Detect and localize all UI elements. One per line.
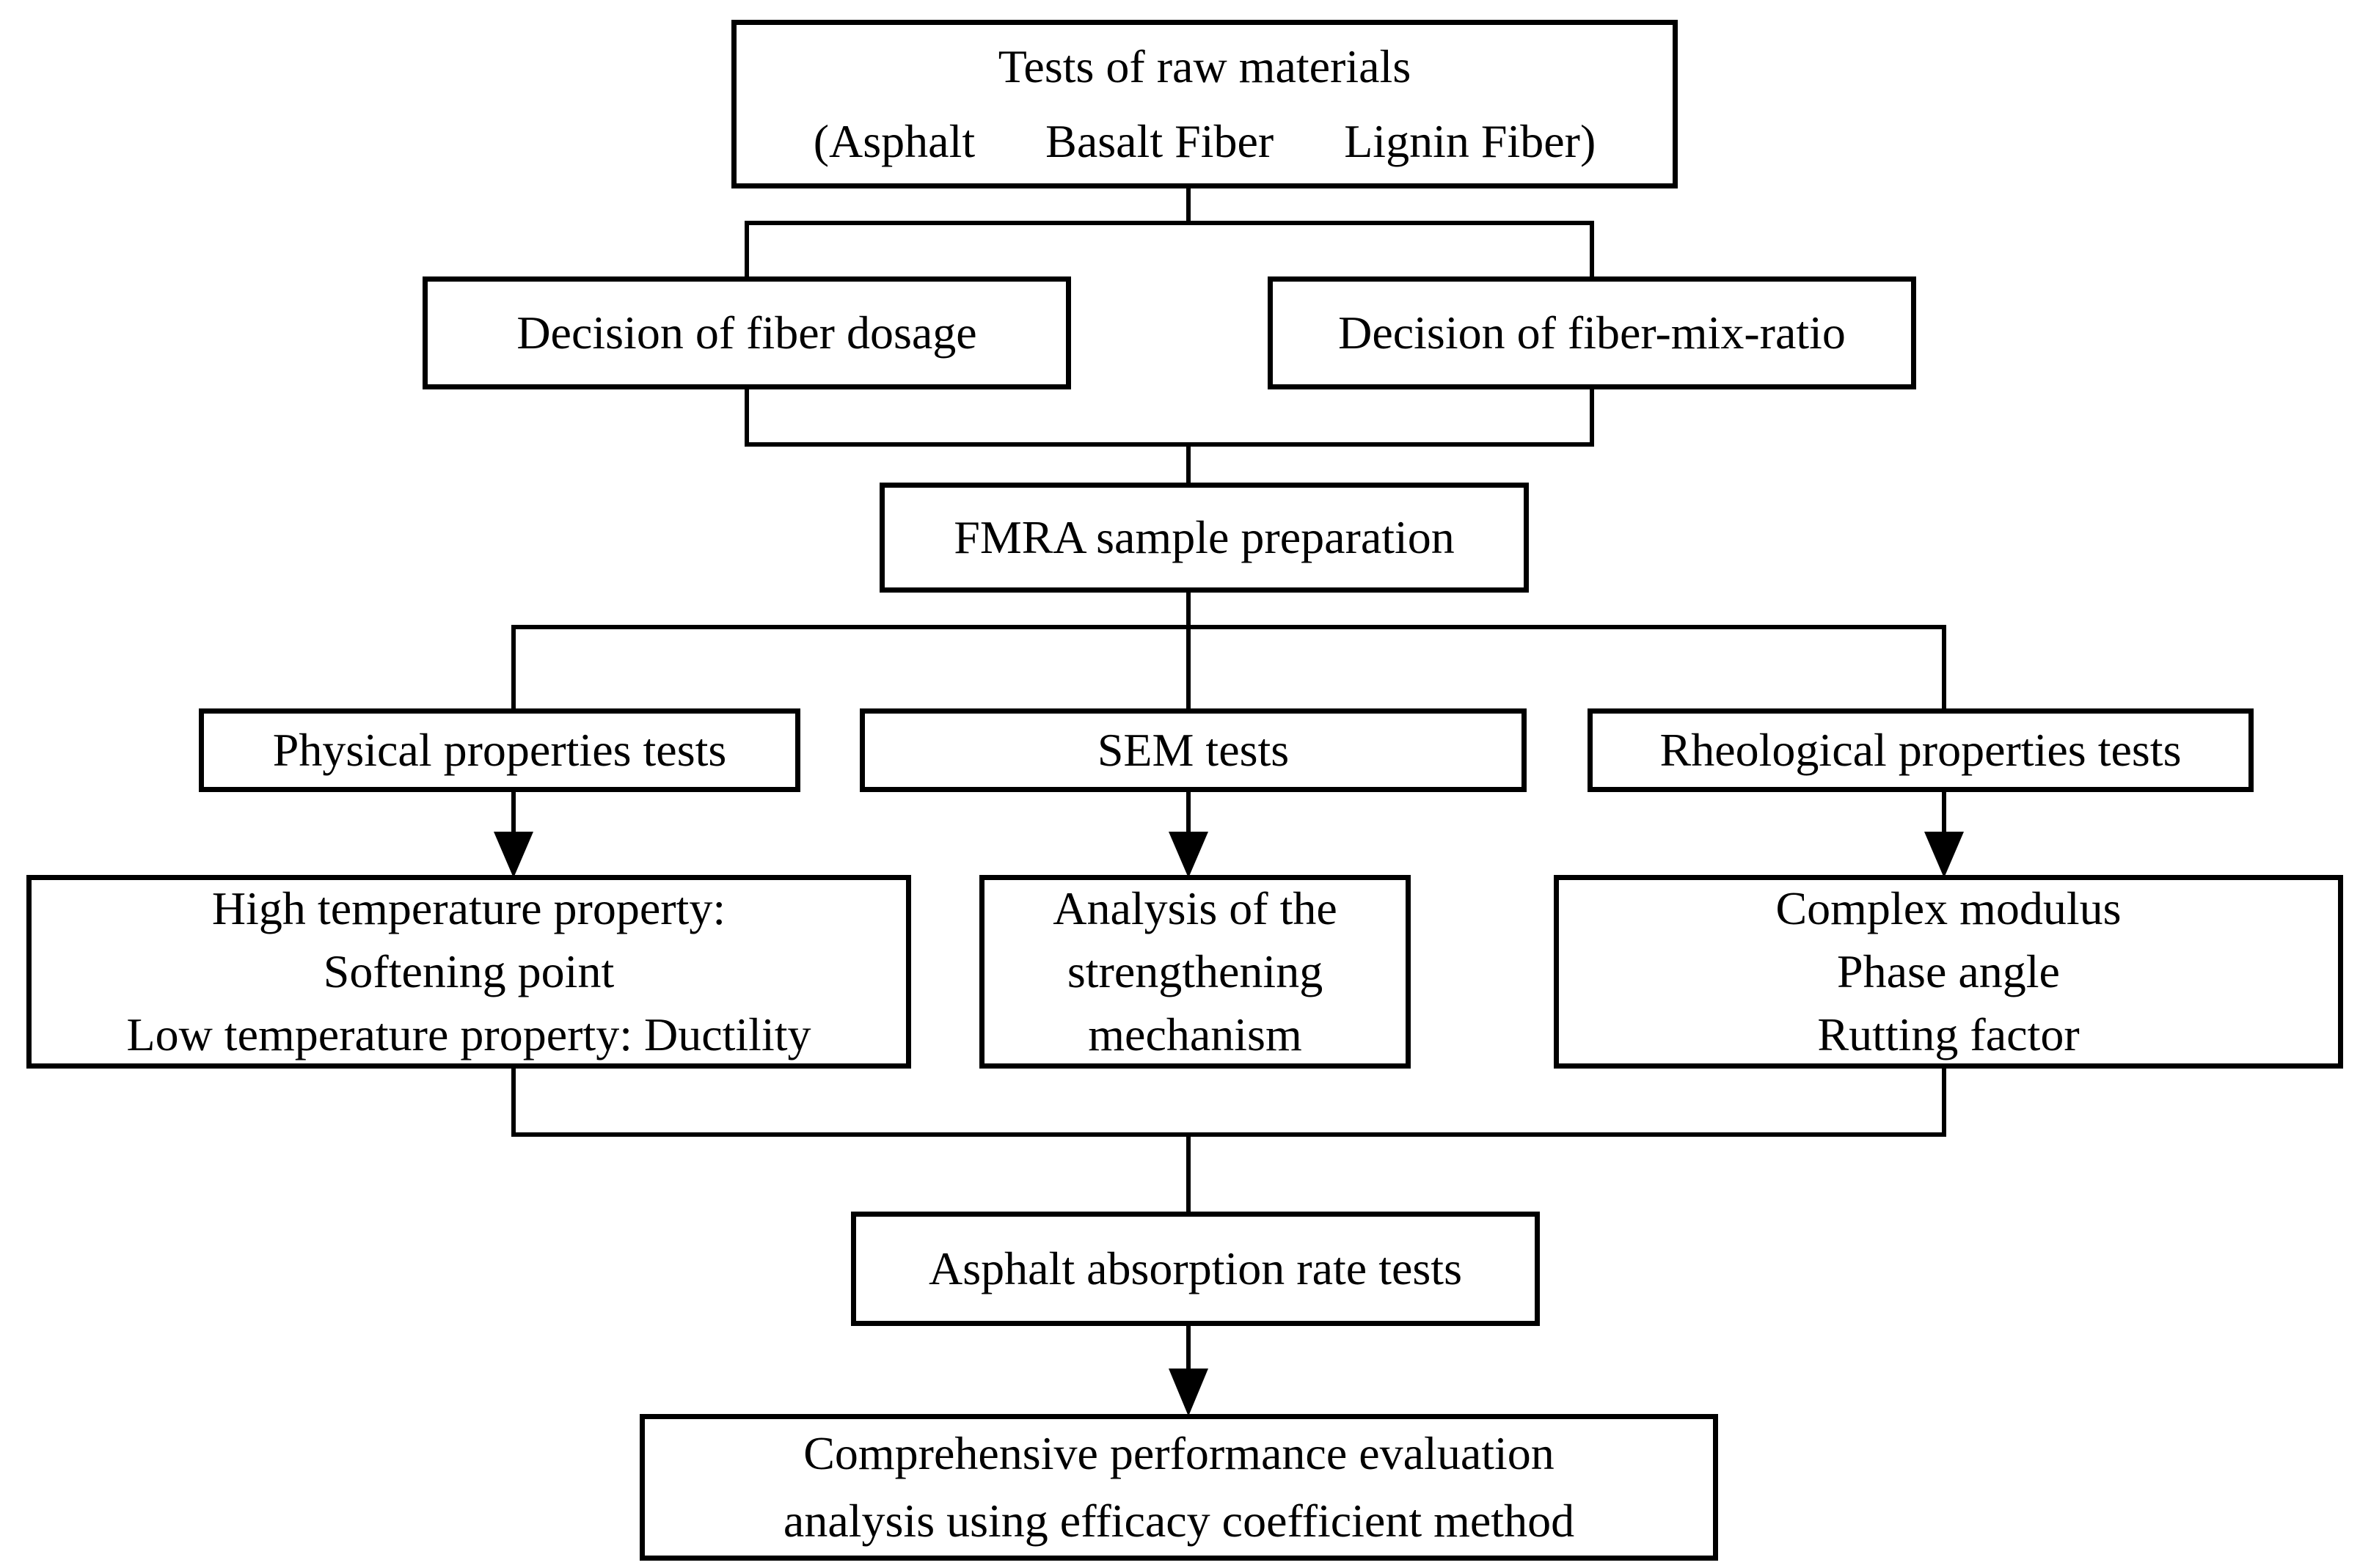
node-sem-results-line3: mechanism [1088,1008,1302,1060]
node-rheological-tests: Rheological properties tests [1588,708,2254,792]
node-raw-materials: Tests of raw materials (Asphalt Basalt F… [731,20,1678,188]
arrowhead-sem-icon [1169,832,1208,878]
node-rheological-results-line3: Rutting factor [1817,1008,2080,1060]
node-absorption-tests: Asphalt absorption rate tests [851,1212,1540,1326]
node-sem-tests: SEM tests [860,708,1527,792]
node-rheological-results-line2: Phase angle [1837,945,2060,997]
node-sample-preparation: FMRA sample preparation [880,483,1529,593]
node-sem-results-line2: strengthening [1067,945,1323,997]
arrowhead-physical-icon [494,832,533,878]
node-physical-tests: Physical properties tests [199,708,800,792]
node-sem-tests-line1: SEM tests [1097,724,1290,776]
node-rheological-tests-line1: Rheological properties tests [1659,724,2182,776]
arrowhead-rheological-icon [1924,832,1964,878]
node-physical-results: High temperature property: Softening poi… [26,875,911,1069]
arrowhead-evaluation-icon [1169,1369,1208,1416]
node-raw-materials-line1: Tests of raw materials [998,40,1411,92]
node-fiber-dosage-line1: Decision of fiber dosage [516,307,977,359]
node-rheological-results: Complex modulus Phase angle Rutting fact… [1554,875,2343,1069]
node-evaluation: Comprehensive performance evaluation ana… [640,1414,1718,1561]
node-physical-results-line3: Low temperature property: Ductility [126,1008,811,1060]
node-sample-preparation-line1: FMRA sample preparation [954,511,1455,563]
node-sem-results-line1: Analysis of the [1053,882,1337,934]
node-physical-results-line2: Softening point [323,945,615,997]
node-evaluation-line2: analysis using efficacy coefficient meth… [783,1495,1575,1547]
node-rheological-results-line1: Complex modulus [1775,882,2122,934]
node-evaluation-line1: Comprehensive performance evaluation [803,1427,1555,1479]
node-sem-results: Analysis of the strengthening mechanism [979,875,1411,1069]
node-fiber-mix-ratio: Decision of fiber-mix-ratio [1268,276,1916,389]
node-fiber-mix-ratio-line1: Decision of fiber-mix-ratio [1338,307,1846,359]
node-fiber-dosage: Decision of fiber dosage [423,276,1071,389]
node-physical-results-line1: High temperature property: [211,882,726,934]
node-raw-materials-line2: (Asphalt Basalt Fiber Lignin Fiber) [813,115,1596,167]
node-physical-tests-line1: Physical properties tests [272,724,727,776]
node-absorption-tests-line1: Asphalt absorption rate tests [929,1242,1462,1294]
